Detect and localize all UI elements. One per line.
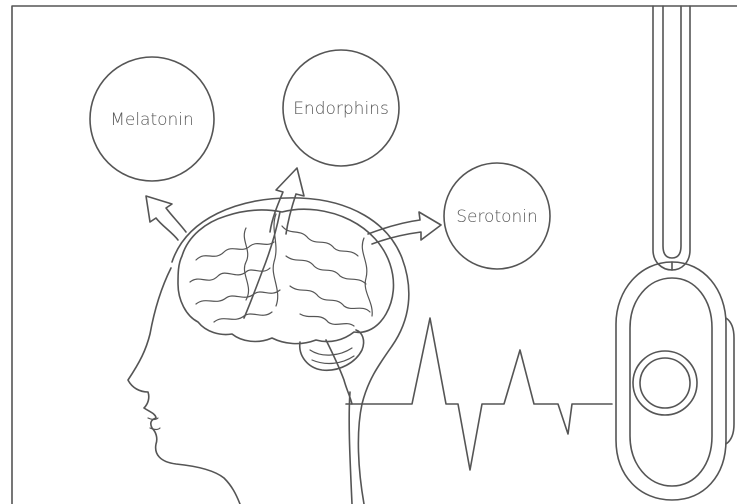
tuning-fork-icon [615, 5, 735, 501]
arrow-icon [269, 167, 305, 235]
endorphins-label: Endorphins [293, 99, 389, 119]
melatonin-label: Melatonin [110, 110, 194, 130]
heartbeat-wave-icon [345, 317, 613, 471]
serotonin-circle [443, 162, 551, 270]
melatonin-bubble: Melatonin [89, 56, 215, 182]
neck-line [348, 391, 353, 504]
device-button-outer [632, 350, 698, 416]
melatonin-circle [89, 56, 215, 182]
brain-icon [177, 208, 395, 405]
serotonin-bubble: Serotonin [443, 162, 551, 270]
frame-border [11, 5, 737, 504]
serotonin-label: Serotonin [456, 207, 538, 227]
device-button-inner [639, 357, 691, 409]
arrow-icon [367, 211, 442, 245]
head-profile-icon [127, 267, 241, 504]
arrow-icon [145, 195, 187, 241]
skull-outline [171, 197, 410, 504]
endorphins-bubble: Endorphins [282, 49, 400, 167]
endorphins-circle [282, 49, 400, 167]
